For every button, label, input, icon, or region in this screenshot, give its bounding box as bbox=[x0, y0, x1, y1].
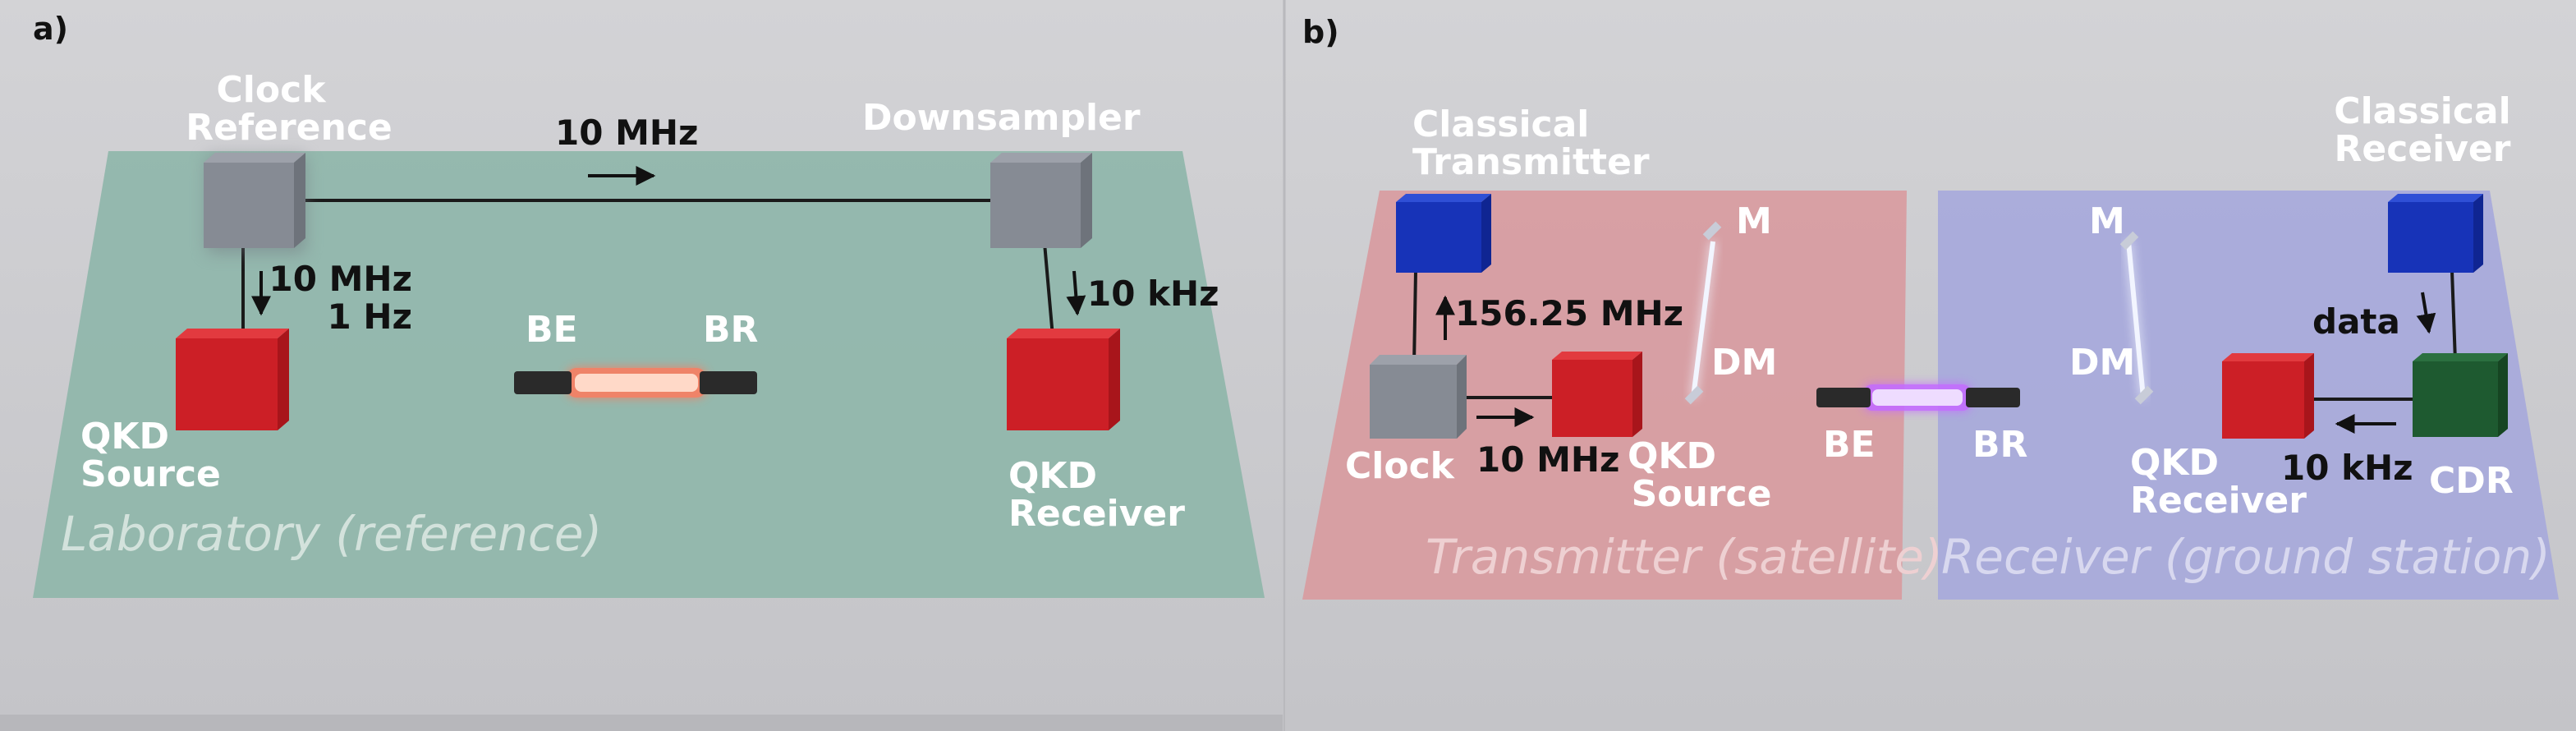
classical-transmitter-box bbox=[1396, 194, 1491, 273]
be-connector-b bbox=[1816, 388, 1871, 407]
qkd-source-box bbox=[176, 329, 289, 430]
receiver-region-title: Receiver (ground station) bbox=[1941, 529, 2551, 585]
br-connector-b bbox=[1966, 388, 2020, 407]
dm-right-label: DM bbox=[2069, 342, 2135, 384]
br-label-a: BR bbox=[703, 309, 758, 351]
panel-b-tag: b) bbox=[1302, 14, 1339, 50]
freq-156-label: 156.25 MHz bbox=[1455, 293, 1683, 333]
white-beam-tx-down bbox=[1691, 241, 1715, 398]
fiber-segment-core bbox=[575, 374, 698, 392]
mirror-right-label: M bbox=[2089, 200, 2125, 242]
cdr-label: CDR bbox=[2429, 460, 2514, 502]
br-connector bbox=[700, 371, 757, 394]
violet-fiber-core bbox=[1872, 389, 1963, 406]
panel-a-tag: a) bbox=[33, 11, 68, 47]
clock-box bbox=[1370, 355, 1467, 439]
panel-a: a) Laboratory (reference) bbox=[33, 11, 1265, 598]
white-beam-rx-down bbox=[2126, 241, 2146, 398]
be-connector bbox=[514, 371, 572, 394]
dichroic-mirror-left bbox=[1684, 385, 1704, 405]
dichroic-mirror-right bbox=[2134, 385, 2154, 405]
data-label: data bbox=[2312, 301, 2400, 342]
freq-10khz-label: 10 kHz bbox=[2281, 448, 2413, 488]
right-link-frequency: 10 kHz bbox=[1087, 274, 1219, 314]
mirror-left-label: M bbox=[1736, 200, 1772, 242]
qkd-receiver-box-b bbox=[2222, 353, 2314, 439]
arrow-down-data bbox=[2416, 292, 2436, 334]
cable-rx-cdr bbox=[2450, 270, 2457, 362]
top-link-frequency: 10 MHz bbox=[555, 113, 698, 153]
cdr-box bbox=[2413, 353, 2508, 437]
laboratory-region-title: Laboratory (reference) bbox=[61, 506, 602, 562]
panel-b: b) Transmitter (satellite) Receiver (gro… bbox=[1302, 14, 2559, 600]
arrow-right-down bbox=[1066, 270, 1086, 316]
transmitter-region-title: Transmitter (satellite) bbox=[1426, 529, 1943, 585]
clock-reference-box bbox=[204, 153, 305, 253]
mirror-left bbox=[1702, 221, 1722, 241]
downsampler-box bbox=[990, 153, 1092, 248]
freq-10mhz-label: 10 MHz bbox=[1476, 439, 1619, 480]
classical-receiver-box bbox=[2388, 194, 2483, 273]
cable-downsampler-receiver bbox=[1043, 242, 1054, 338]
be-label-a: BE bbox=[526, 309, 578, 351]
cable-tx-clock bbox=[1412, 270, 1417, 366]
downsampler-label: Downsampler bbox=[862, 97, 1141, 139]
clock-label: Clock bbox=[1345, 445, 1456, 487]
mirror-right bbox=[2119, 231, 2139, 251]
qkd-receiver-box bbox=[1007, 329, 1120, 430]
dm-left-label: DM bbox=[1711, 342, 1777, 384]
bottom-edge-shadow bbox=[0, 715, 1283, 731]
be-label-b: BE bbox=[1823, 424, 1876, 466]
br-label-b: BR bbox=[1972, 424, 2027, 466]
qkd-source-box-b bbox=[1552, 352, 1642, 437]
